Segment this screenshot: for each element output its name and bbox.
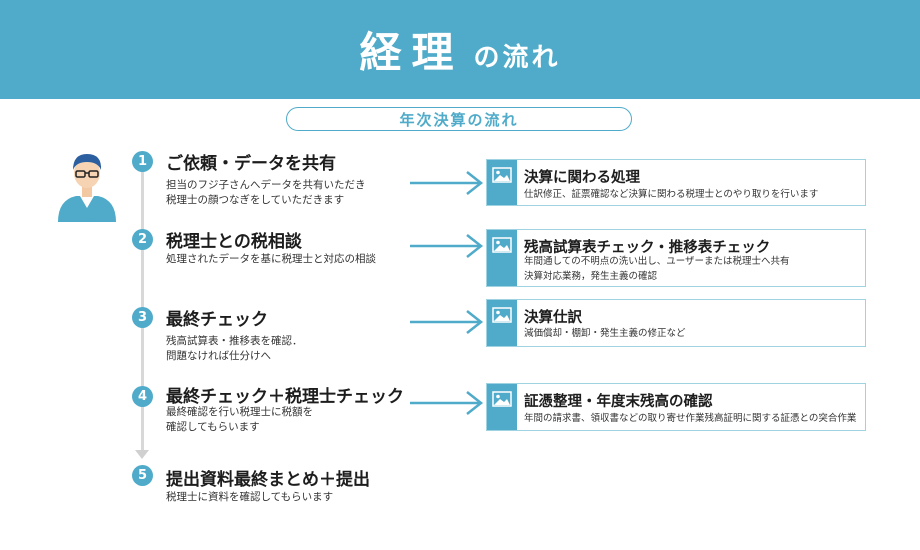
step-4-desc-line-2: 確認してもらいます <box>166 421 260 433</box>
task-card-4-desc-line-1: 年間の請求書、領収書などの取り寄せ作業残高証明に関する証憑との突合作業 <box>524 413 857 424</box>
step-3-desc-line-1: 残高試算表・推移表を確認． <box>166 335 303 347</box>
task-card-4-title: 証憑整理・年度末残高の確認 <box>524 394 713 410</box>
card-accent-bar <box>487 230 517 286</box>
image-icon <box>492 307 512 323</box>
task-card-3: 決算仕訳 減価償却・棚卸・発生主義の修正など <box>486 299 866 347</box>
timeline-arrow-down-icon <box>135 450 149 459</box>
step-2-number: 2 <box>132 229 153 250</box>
card-accent-bar <box>487 300 517 346</box>
task-card-3-title: 決算仕訳 <box>524 310 582 326</box>
page-title: 経理 の流れ <box>0 0 920 99</box>
image-icon <box>492 391 512 407</box>
step-2-desc-line-1: 処理されたデータを基に税理士と対応の相談 <box>166 253 376 265</box>
flow-arrow-icon <box>410 391 484 415</box>
step-1-desc-line-1: 担当のフジ子さんへデータを共有いただき <box>166 179 366 191</box>
page-title-main: 経理 <box>359 28 464 77</box>
header-banner <box>0 0 920 99</box>
task-card-2: 残高試算表チェック・推移表チェック 年間通しての不明点の洗い出し、ユーザーまたは… <box>486 229 866 287</box>
step-5-desc-line-1: 税理士に資料を確認してもらいます <box>166 491 334 503</box>
step-3-title: 最終チェック <box>166 310 268 330</box>
task-card-1: 決算に関わる処理 仕訳修正、証票確認など決算に関わる税理士とのやり取りを行います <box>486 159 866 206</box>
step-5-number: 5 <box>132 465 153 486</box>
step-5-title: 提出資料最終まとめ＋提出 <box>166 470 370 490</box>
step-4-title: 最終チェック＋税理士チェック <box>166 387 404 407</box>
section-subtitle: 年次決算の流れ <box>286 107 632 131</box>
section-subtitle-text: 年次決算の流れ <box>399 110 519 129</box>
step-2-title: 税理士との税相談 <box>166 232 302 252</box>
card-accent-bar <box>487 384 517 430</box>
step-1-desc-line-2: 税理士の顔つなぎをしていただきます <box>166 194 345 206</box>
flow-arrow-icon <box>410 171 484 195</box>
step-4-desc-line-1: 最終確認を行い税理士に税額を <box>166 406 313 418</box>
user-label: ユーザー <box>69 213 105 223</box>
step-1-title: ご依頼・データを共有 <box>166 154 336 174</box>
task-card-2-desc-line-1: 年間通しての不明点の洗い出し、ユーザーまたは税理士へ共有 <box>524 256 790 267</box>
flow-arrow-icon <box>410 234 484 258</box>
task-card-1-title: 決算に関わる処理 <box>524 170 640 186</box>
task-card-3-desc-line-1: 減価償却・棚卸・発生主義の修正など <box>524 328 686 339</box>
step-3-desc-line-2: 問題なければ仕分けへ <box>166 350 271 362</box>
flow-arrow-icon <box>410 310 484 334</box>
image-icon <box>492 237 512 253</box>
step-4-number: 4 <box>132 386 153 407</box>
task-card-2-desc-line-2: 決算対応業務，発生主義の確認 <box>524 271 658 282</box>
card-accent-bar <box>487 160 517 205</box>
user-avatar-icon <box>58 154 116 222</box>
task-card-4: 証憑整理・年度末残高の確認 年間の請求書、領収書などの取り寄せ作業残高証明に関す… <box>486 383 866 431</box>
task-card-2-title: 残高試算表チェック・推移表チェック <box>524 240 771 256</box>
step-1-number: 1 <box>132 151 153 172</box>
image-icon <box>492 167 512 183</box>
task-card-1-desc-line-1: 仕訳修正、証票確認など決算に関わる税理士とのやり取りを行います <box>524 189 819 200</box>
page-title-sub: の流れ <box>473 43 561 73</box>
step-3-number: 3 <box>132 307 153 328</box>
